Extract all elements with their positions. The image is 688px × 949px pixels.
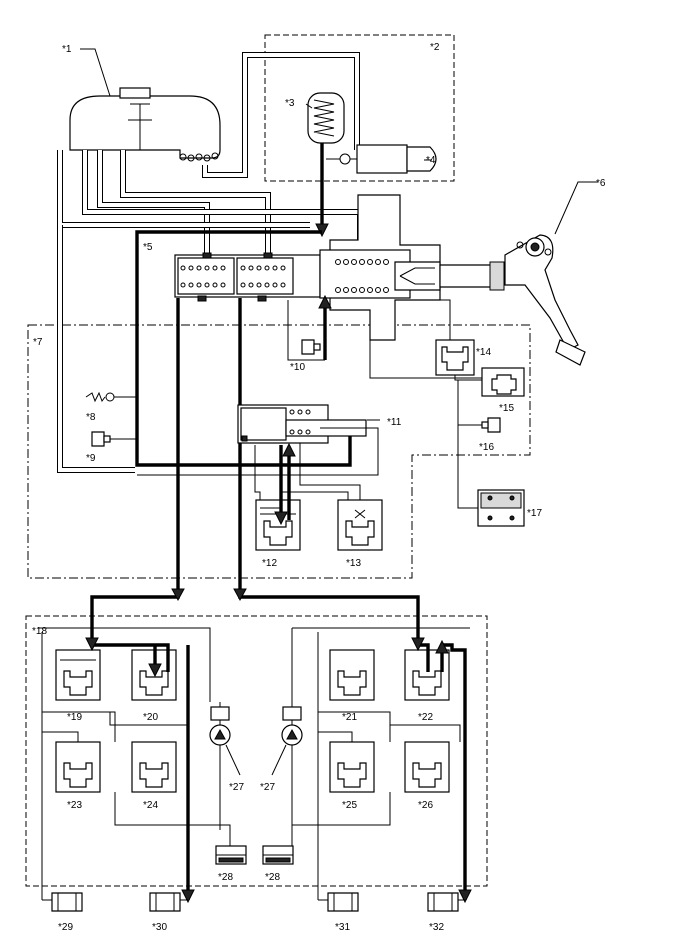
sensor-10 <box>301 339 321 355</box>
master-to-front-right-flow <box>238 298 420 632</box>
brake-booster-body <box>319 194 441 341</box>
master-side-line <box>287 300 325 361</box>
callout-28-right: *28 <box>265 872 280 883</box>
brake-fluid-reservoir <box>69 87 221 162</box>
pump-motor <box>326 144 437 174</box>
valve-24 <box>131 741 177 793</box>
callout-14: *14 <box>476 347 491 358</box>
valve-25 <box>329 741 375 793</box>
callout-21: *21 <box>342 712 357 723</box>
simulator-line <box>137 427 379 476</box>
pump-27-right <box>271 706 303 776</box>
master-cylinder <box>174 252 321 302</box>
callout-26: *26 <box>418 800 433 811</box>
solenoid-valve-15 <box>481 367 525 397</box>
hu-right-outlines <box>291 627 470 846</box>
reservoir-28-left <box>215 845 247 865</box>
callout-4: *4 <box>426 155 436 166</box>
hu-left-frame <box>41 632 189 900</box>
solenoid-valve-13 <box>337 499 383 551</box>
line-15-17 <box>457 380 478 509</box>
valve-23 <box>55 741 101 793</box>
callout-28-left: *28 <box>218 872 233 883</box>
callout-9: *9 <box>86 453 96 464</box>
sensor-9 <box>91 431 137 447</box>
line-booster-15 <box>369 340 482 379</box>
hu-left-outlines <box>38 627 231 846</box>
callout-17: *17 <box>527 508 542 519</box>
callout-27-left: *27 <box>229 782 244 793</box>
sensor-8 <box>85 391 137 403</box>
valve-19 <box>55 649 101 701</box>
wheel-cylinder-32 <box>427 892 465 912</box>
callout-7: *7 <box>33 337 43 348</box>
callout-23: *23 <box>67 800 82 811</box>
boundary-7 <box>27 324 531 579</box>
valve-26 <box>404 741 450 793</box>
stop-light-switch-17 <box>477 489 525 527</box>
wheel-cylinder-29 <box>42 892 83 912</box>
valve-13-line <box>299 443 361 500</box>
wheel-cylinder-31 <box>318 892 359 912</box>
callout-13: *13 <box>346 558 361 569</box>
solenoid-valve-14 <box>435 339 475 376</box>
right-line-to-14 <box>440 299 451 340</box>
wheel-cylinder-30 <box>149 892 188 912</box>
callout-18: *18 <box>32 626 47 637</box>
boundary-18 <box>25 615 488 887</box>
callout-11: *11 <box>387 417 402 428</box>
callout-25: *25 <box>342 800 357 811</box>
callout-19: *19 <box>67 712 82 723</box>
callout-27-right: *27 <box>260 782 275 793</box>
callout-1: *1 <box>62 44 72 55</box>
push-rod-clevis <box>489 261 505 291</box>
solenoid-valve-12 <box>255 499 301 551</box>
callout-15: *15 <box>499 403 514 414</box>
brake-pedal <box>504 234 586 366</box>
pump-27-left <box>209 706 241 776</box>
callout-8: *8 <box>86 412 96 423</box>
callout-30: *30 <box>152 922 167 933</box>
master-to-front-left-flow <box>90 298 180 632</box>
callout-12: *12 <box>262 558 277 569</box>
callout-31: *31 <box>335 922 350 933</box>
stroke-simulator <box>237 404 370 444</box>
callout-3: *3 <box>285 98 295 109</box>
callout-6: *6 <box>596 178 606 189</box>
hu-right-frame <box>317 632 461 900</box>
accumulator <box>307 92 345 144</box>
callout-22: *22 <box>418 712 433 723</box>
callout-5: *5 <box>143 242 153 253</box>
callout-29: *29 <box>58 922 73 933</box>
callout-32: *32 <box>429 922 444 933</box>
callout-16: *16 <box>479 442 494 453</box>
push-rod <box>439 264 496 288</box>
reservoir-28-right <box>262 845 294 865</box>
callout-24: *24 <box>143 800 158 811</box>
boundary-2 <box>264 34 455 182</box>
callout-10: *10 <box>290 362 305 373</box>
left-main-flow-line <box>135 230 352 467</box>
valve-21 <box>329 649 375 701</box>
sensor-16 <box>458 417 501 433</box>
line-14-15 <box>454 375 482 381</box>
callout-20: *20 <box>143 712 158 723</box>
callout-2: *2 <box>430 42 440 53</box>
